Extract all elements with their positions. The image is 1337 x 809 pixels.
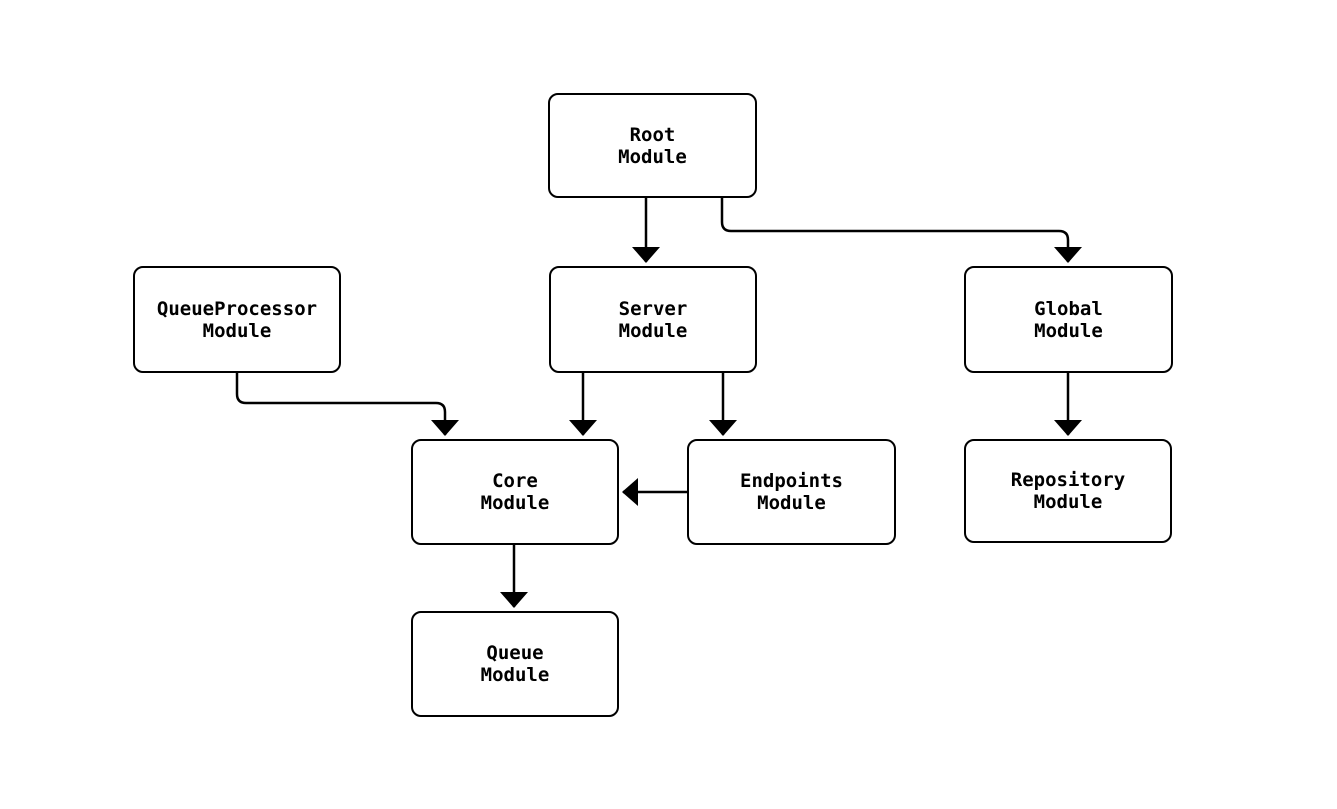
- node-core-module: Core Module: [411, 439, 619, 545]
- node-server-module: Server Module: [549, 266, 757, 373]
- edge-root-to-global: [720, 198, 1082, 263]
- edge-queueprocessor-to-core: [235, 373, 459, 436]
- node-global-module: Global Module: [964, 266, 1173, 373]
- node-queue-module: Queue Module: [411, 611, 619, 717]
- node-endpoints-module: Endpoints Module: [687, 439, 896, 545]
- node-root-module: Root Module: [548, 93, 757, 198]
- node-repository-module: Repository Module: [964, 439, 1172, 543]
- node-queueprocessor-module: QueueProcessor Module: [133, 266, 341, 373]
